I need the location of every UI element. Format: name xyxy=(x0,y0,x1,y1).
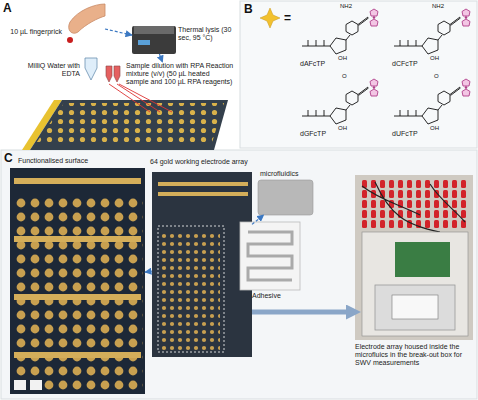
nucleotide-structure xyxy=(302,9,378,54)
block-arrow xyxy=(252,310,355,315)
nucleotide-node: dGFcTP xyxy=(300,78,385,130)
chip-node: 64 gold working electrode array xyxy=(152,172,252,357)
step-lysis: Thermal lysis (30 sec, 95 °C) xyxy=(132,26,176,54)
panel-frame xyxy=(240,1,477,148)
breakout-photo xyxy=(355,175,473,340)
step-water-tube: MilliQ Water with EDTA xyxy=(84,56,98,80)
atom-label: OH xyxy=(338,55,347,61)
atom-label: NH2 xyxy=(340,3,352,9)
microfluidics-node: microfluidics xyxy=(258,180,313,215)
box-base xyxy=(362,232,468,336)
node-text: Thermal lysis (30 sec, 95 °C) xyxy=(178,26,236,42)
chip-in-holder xyxy=(392,295,438,319)
microfluidic-layer xyxy=(258,180,313,215)
nucleotide-node: dCFcTP xyxy=(392,8,477,60)
thermal-cycler xyxy=(132,26,176,54)
zoom-box xyxy=(158,226,224,352)
electrode-plate xyxy=(30,100,228,150)
cables xyxy=(362,182,465,232)
clear-holder xyxy=(375,285,455,330)
dashed-arrow xyxy=(105,29,132,35)
node-text: dCFcTP xyxy=(392,60,432,68)
nucleotide-node: dUFcTP xyxy=(392,78,477,130)
reference-pad xyxy=(30,380,42,390)
gold-track xyxy=(14,352,141,358)
serpentine-channel xyxy=(248,232,292,280)
step-dilution: Sample dilution with RPA Reaction mixtur… xyxy=(104,62,234,96)
sample-tube xyxy=(106,66,112,82)
thermal-cycler-lid xyxy=(134,26,174,34)
photo-node: Electrode array housed inside the microf… xyxy=(355,175,473,340)
dashed-arrow xyxy=(145,271,152,272)
node-text: Electrode array housed inside the microf… xyxy=(355,343,475,367)
dashed-arrow xyxy=(252,215,264,224)
panel-letter: A xyxy=(3,1,12,15)
atom-label: O xyxy=(434,73,439,79)
panel-letter: C xyxy=(4,151,13,165)
atom-label: NH2 xyxy=(432,3,444,9)
node-text: Functionalised surface xyxy=(18,157,138,165)
node-text: 64 gold working electrode array xyxy=(150,158,270,166)
dashed-arrow xyxy=(159,54,162,62)
adhesive-layer xyxy=(240,222,300,290)
gold-track xyxy=(14,294,141,300)
electrode-chip xyxy=(152,172,252,357)
panel-frame xyxy=(1,150,477,399)
equals-sign: = xyxy=(284,11,291,25)
gold-track xyxy=(14,178,141,184)
water-tube xyxy=(85,58,97,80)
atom-label: OH xyxy=(338,125,347,131)
gold-electrodes xyxy=(12,196,143,392)
atom-label: OH xyxy=(430,55,439,61)
node-text: dUFcTP xyxy=(392,130,432,138)
label-star xyxy=(260,8,280,28)
node-text: Sample dilution with RPA Reaction mixtur… xyxy=(126,62,234,86)
electrode-dots xyxy=(34,103,224,146)
electrode-array xyxy=(160,230,220,350)
sample-tube xyxy=(114,66,120,82)
atom-label: OH xyxy=(430,125,439,131)
node-text: MilliQ Water with EDTA xyxy=(10,62,80,78)
node-text: Adhesive xyxy=(252,292,302,300)
pipetting-lines xyxy=(109,84,172,112)
blood-drop xyxy=(67,37,73,43)
node-text: microfluidics xyxy=(260,170,320,178)
surface-node: Functionalised surface xyxy=(10,168,145,394)
atom-label: O xyxy=(342,73,347,79)
nucleotide-structure xyxy=(302,79,378,124)
pcb-board xyxy=(395,242,450,277)
adhesive-node: Adhesive xyxy=(240,222,300,290)
gold-track xyxy=(158,192,248,196)
node-text: dGFcTP xyxy=(300,130,340,138)
panel-letter: B xyxy=(244,2,253,16)
gold-track xyxy=(14,236,141,242)
node-text: 10 µL fingerprick xyxy=(4,28,62,36)
step-finger: 10 µL fingerprick xyxy=(60,4,105,44)
node-text: dAFcTP xyxy=(300,60,340,68)
nucleotide-structure xyxy=(394,79,470,124)
cycler-display xyxy=(138,40,150,45)
finger-illustration xyxy=(69,4,105,33)
nucleotide-node: dAFcTP xyxy=(300,8,385,60)
nucleotide-structure xyxy=(394,9,470,54)
surface-board xyxy=(10,168,145,394)
gold-track xyxy=(158,182,248,186)
reference-pad xyxy=(14,380,26,390)
